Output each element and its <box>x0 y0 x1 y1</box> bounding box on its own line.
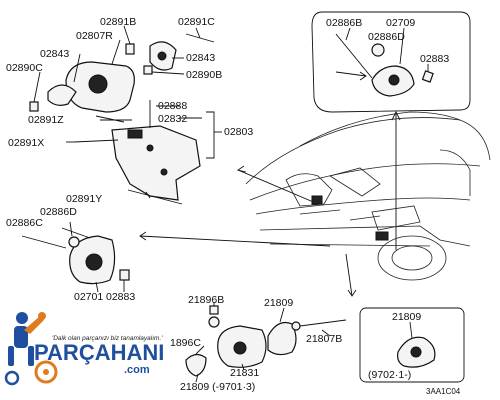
car-body-outline <box>245 111 491 281</box>
mount-21831 <box>185 305 267 377</box>
label-21807B: 21807B <box>306 333 342 345</box>
label-02886D-inset: 02886D <box>368 31 405 43</box>
label-02891Y: 02891Y <box>66 193 102 205</box>
label-21809-mid: 21809 <box>264 297 293 309</box>
label-inset-range: (9702·1-) <box>368 369 411 381</box>
label-02803: 02803 <box>224 126 253 138</box>
label-02888: 02888 <box>158 100 187 112</box>
logo-domain: .com <box>124 364 150 376</box>
label-02891B: 02891B <box>100 16 136 28</box>
label-02883: 02883 <box>106 291 135 303</box>
inset-engine-mount <box>335 33 434 97</box>
label-02709: 02709 <box>386 17 415 29</box>
bracket-02890C <box>29 84 77 112</box>
logo-brand: PARÇAHANI <box>34 340 164 365</box>
mount-02701 <box>21 235 130 285</box>
label-1896C: 1896C <box>170 337 201 349</box>
inset-bubble-outline <box>311 11 471 113</box>
label-02843-top: 02843 <box>40 48 69 60</box>
inset-box-bottom <box>359 307 465 383</box>
wrench-figure-icon <box>4 312 58 386</box>
label-21896B: 21896B <box>188 294 224 306</box>
label-02891C: 02891C <box>178 16 215 28</box>
logo-tagline: 'Dalk olan parçanızı biz tanamlayalım.' <box>52 335 163 342</box>
parcahani-logo: 'Dalk olan parçanızı biz tanamlayalım.' … <box>4 312 164 386</box>
mount-bracket-02803 <box>73 100 201 205</box>
label-02886C: 02886C <box>6 217 43 229</box>
label-02883-inset: 02883 <box>420 53 449 65</box>
label-02701: 02701 <box>74 291 103 303</box>
label-02891X: 02891X <box>8 137 44 149</box>
label-02886D: 02886D <box>40 206 77 218</box>
label-diagram-code: 3AA1C04 <box>426 387 461 396</box>
label-02886B: 02886B <box>326 17 362 29</box>
label-02843-right: 02843 <box>186 52 215 64</box>
label-02807R: 02807R <box>76 30 113 42</box>
label-21809-bottom: 21809 (-9701·3) <box>180 381 255 393</box>
label-02890B: 02890B <box>186 69 222 81</box>
mount-21809 <box>267 319 347 356</box>
label-02890C: 02890C <box>6 62 43 74</box>
inset-21809-part <box>397 336 436 368</box>
label-02891Z: 02891Z <box>28 114 64 126</box>
mount-02807R <box>65 43 135 113</box>
label-21809-inset: 21809 <box>392 311 421 323</box>
label-02832: 02832 <box>158 113 187 125</box>
label-21831: 21831 <box>230 367 259 379</box>
